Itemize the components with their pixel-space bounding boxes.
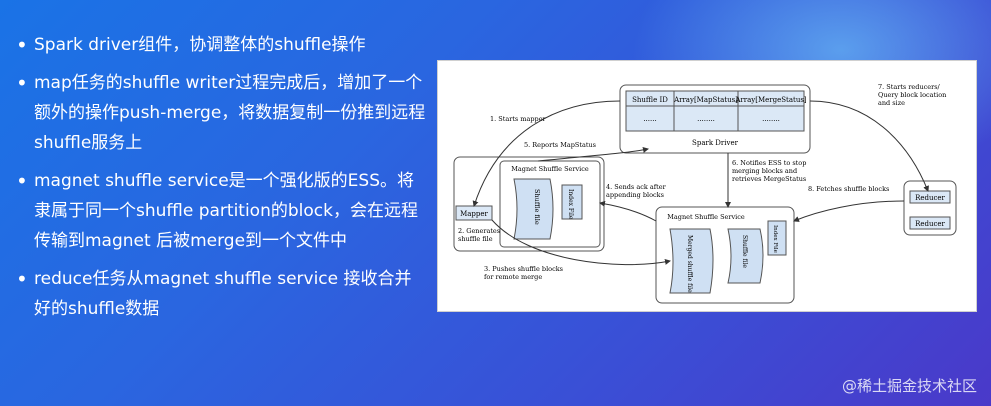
bullet-dot-icon: • [16,169,28,193]
arrow-fetch-blocks [793,200,905,222]
architecture-diagram: Shuffle ID Array[MapStatus] Array[MergeS… [437,60,977,312]
step-6-label-1: 6. Notifies ESS to stop [732,159,806,167]
driver-table [625,90,805,132]
step-2-label-2: shuffle file [458,235,493,243]
bullet-item: • Spark driver组件，协调整体的shuffle操作 [16,30,426,60]
merged-file-shape [669,228,714,294]
arrow-start-mapper [472,100,621,207]
reducer-box-1 [909,190,951,204]
index-file-shape [561,184,583,220]
shuffle-file-label: Shuffle file [533,189,541,225]
bullet-dot-icon: • [16,33,28,57]
step-1-label: 1. Starts mapper [490,115,547,123]
arrow-start-reducers [809,100,929,192]
bullet-text: map任务的shuffle writer过程完成后，增加了一个额外的操作push… [34,73,426,153]
arrow-report-mapstatus [537,147,649,162]
right-index-file-shape [767,220,787,256]
step-8-label: 8. Fetches shuffle blocks [808,185,889,193]
reducer-box-2 [909,216,951,230]
step-7-label-1: 7. Starts reducers/ [878,83,941,91]
arrow-push-blocks [491,219,671,266]
spark-driver-label: Spark Driver [692,139,739,147]
step-4-label-2: appending blocks [606,191,664,199]
right-mss-label: Magnet Shuffle Service [667,213,745,221]
bullet-item: • reduce任务从magnet shuffle service 接收合并好的… [16,264,426,324]
reducer-label-2: Reducer [915,220,945,228]
step-5-label: 5. Reports MapStatus [524,141,596,149]
diagram-svg: Shuffle ID Array[MapStatus] Array[MergeS… [453,83,957,304]
left-mss-label: Magnet Shuffle Service [511,165,589,173]
bullet-text: reduce任务从magnet shuffle service 接收合并好的sh… [34,269,412,319]
arrow-send-ack [599,200,657,222]
bullet-text: magnet shuffle service是一个强化版的ESS。将隶属于同一个… [34,171,418,251]
right-index-file-label: Index File [772,225,778,253]
mapper-label: Mapper [460,210,488,218]
index-file-label: Index File [567,189,574,220]
step-7-label-2: Query block location [878,91,946,99]
step-3-label-2: for remote merge [484,273,542,281]
step-3-label-1: 3. Pushes shuffle blocks [484,265,563,273]
table-header-mapstatus: Array[MapStatus] [673,96,738,104]
merged-file-label: Merged shuffle file [686,235,693,293]
step-6-label-3: retrieves MergeStatus [732,175,806,183]
step-4-label-1: 4. Sends ack after [606,183,667,191]
right-shuffle-file-shape [727,228,764,284]
step-6-label-2: merging blocks and [732,167,797,175]
right-shuffle-file-label: Shuffle file [741,235,748,268]
bullet-text: Spark driver组件，协调整体的shuffle操作 [34,35,366,55]
table-cell: ........ [762,115,780,123]
reducer-label-1: Reducer [915,194,945,202]
bullet-item: • magnet shuffle service是一个强化版的ESS。将隶属于同… [16,166,426,256]
bullet-dot-icon: • [16,71,28,95]
table-header-mergestatus: Array[MergeStatus] [734,96,807,104]
step-7-label-3: and size [878,99,905,107]
watermark: @稀土掘金技术社区 [841,377,977,395]
shuffle-file-shape [513,178,554,240]
bullet-list: • Spark driver组件，协调整体的shuffle操作 • map任务的… [16,30,426,332]
table-cell: ...... [643,115,656,123]
bullet-item: • map任务的shuffle writer过程完成后，增加了一个额外的操作pu… [16,68,426,158]
table-cell: ........ [697,115,715,123]
step-2-label-1: 2. Generates [458,227,500,235]
bullet-dot-icon: • [16,267,28,291]
table-header-shuffle-id: Shuffle ID [632,96,668,104]
